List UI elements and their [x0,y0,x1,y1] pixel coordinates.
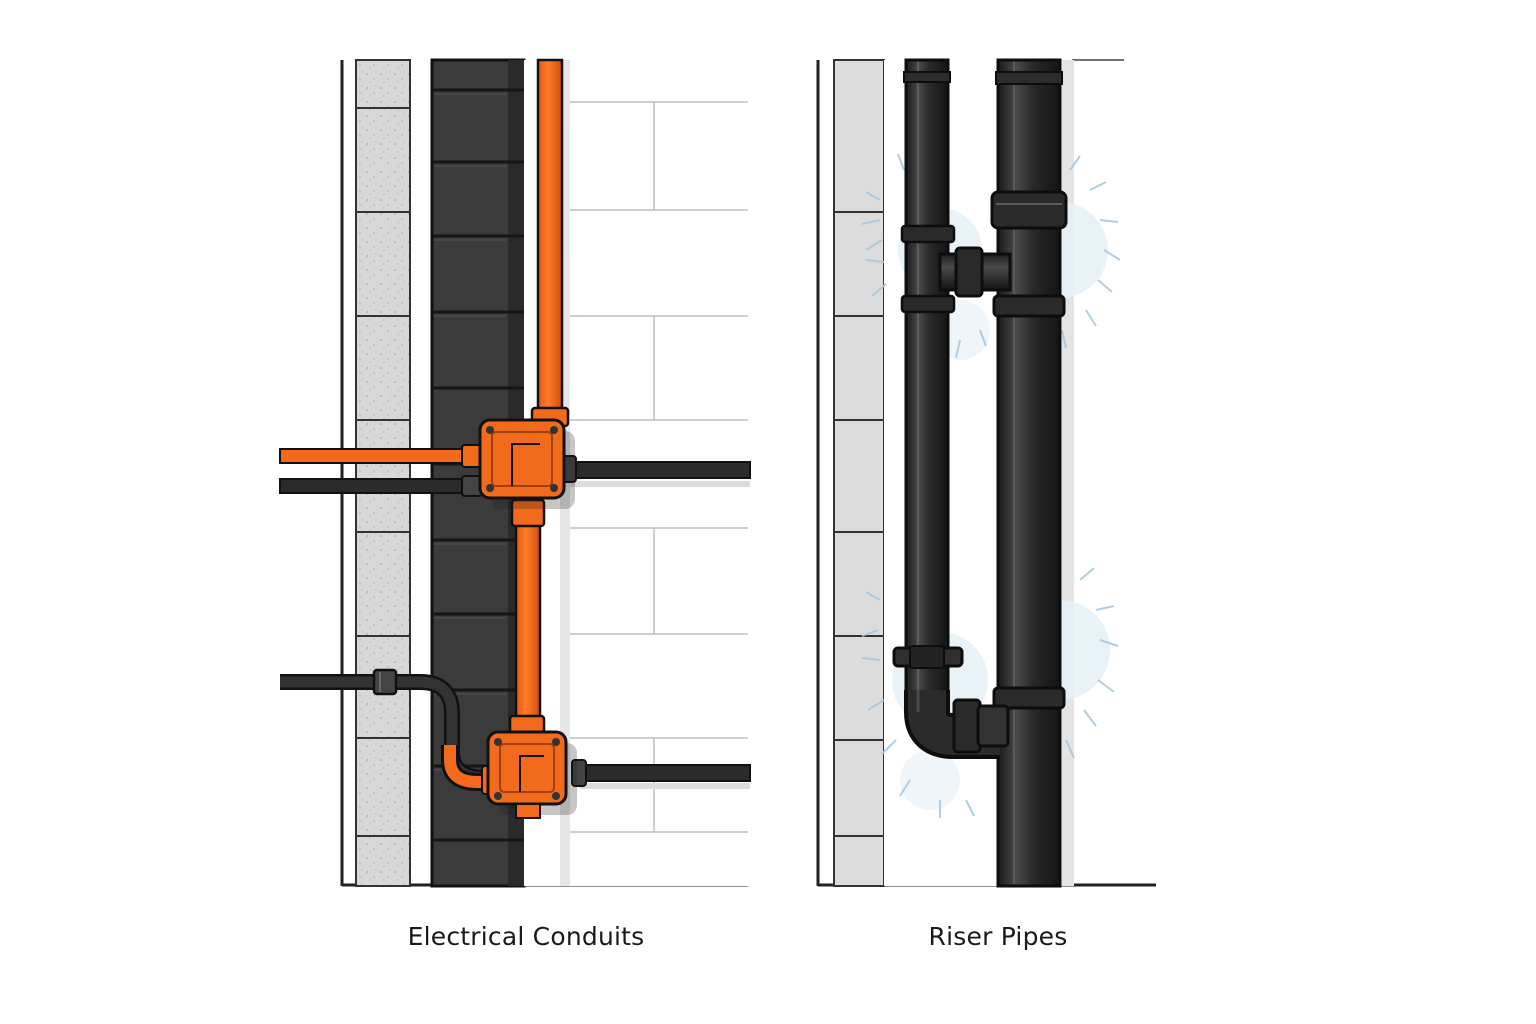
pipe-coupling-icon [990,190,1068,710]
pipe-elbow-icon [904,690,1010,759]
electrical-panel [279,58,751,888]
light-block-column [355,59,411,887]
cable-gland-icon [372,668,398,696]
pipe-clamp-icon [892,645,964,669]
right-riser-pipe [995,58,1063,888]
pipe-tee-branch [900,224,1012,314]
electrical-conduits-caption: Electrical Conduits [407,922,645,951]
light-block-column [833,59,885,887]
junction-box-icon [478,418,575,509]
left-riser-pipe [903,58,951,702]
riser-panel [816,58,1156,888]
junction-box-icon [486,730,577,815]
riser-pipes-caption: Riser Pipes [928,922,1068,951]
